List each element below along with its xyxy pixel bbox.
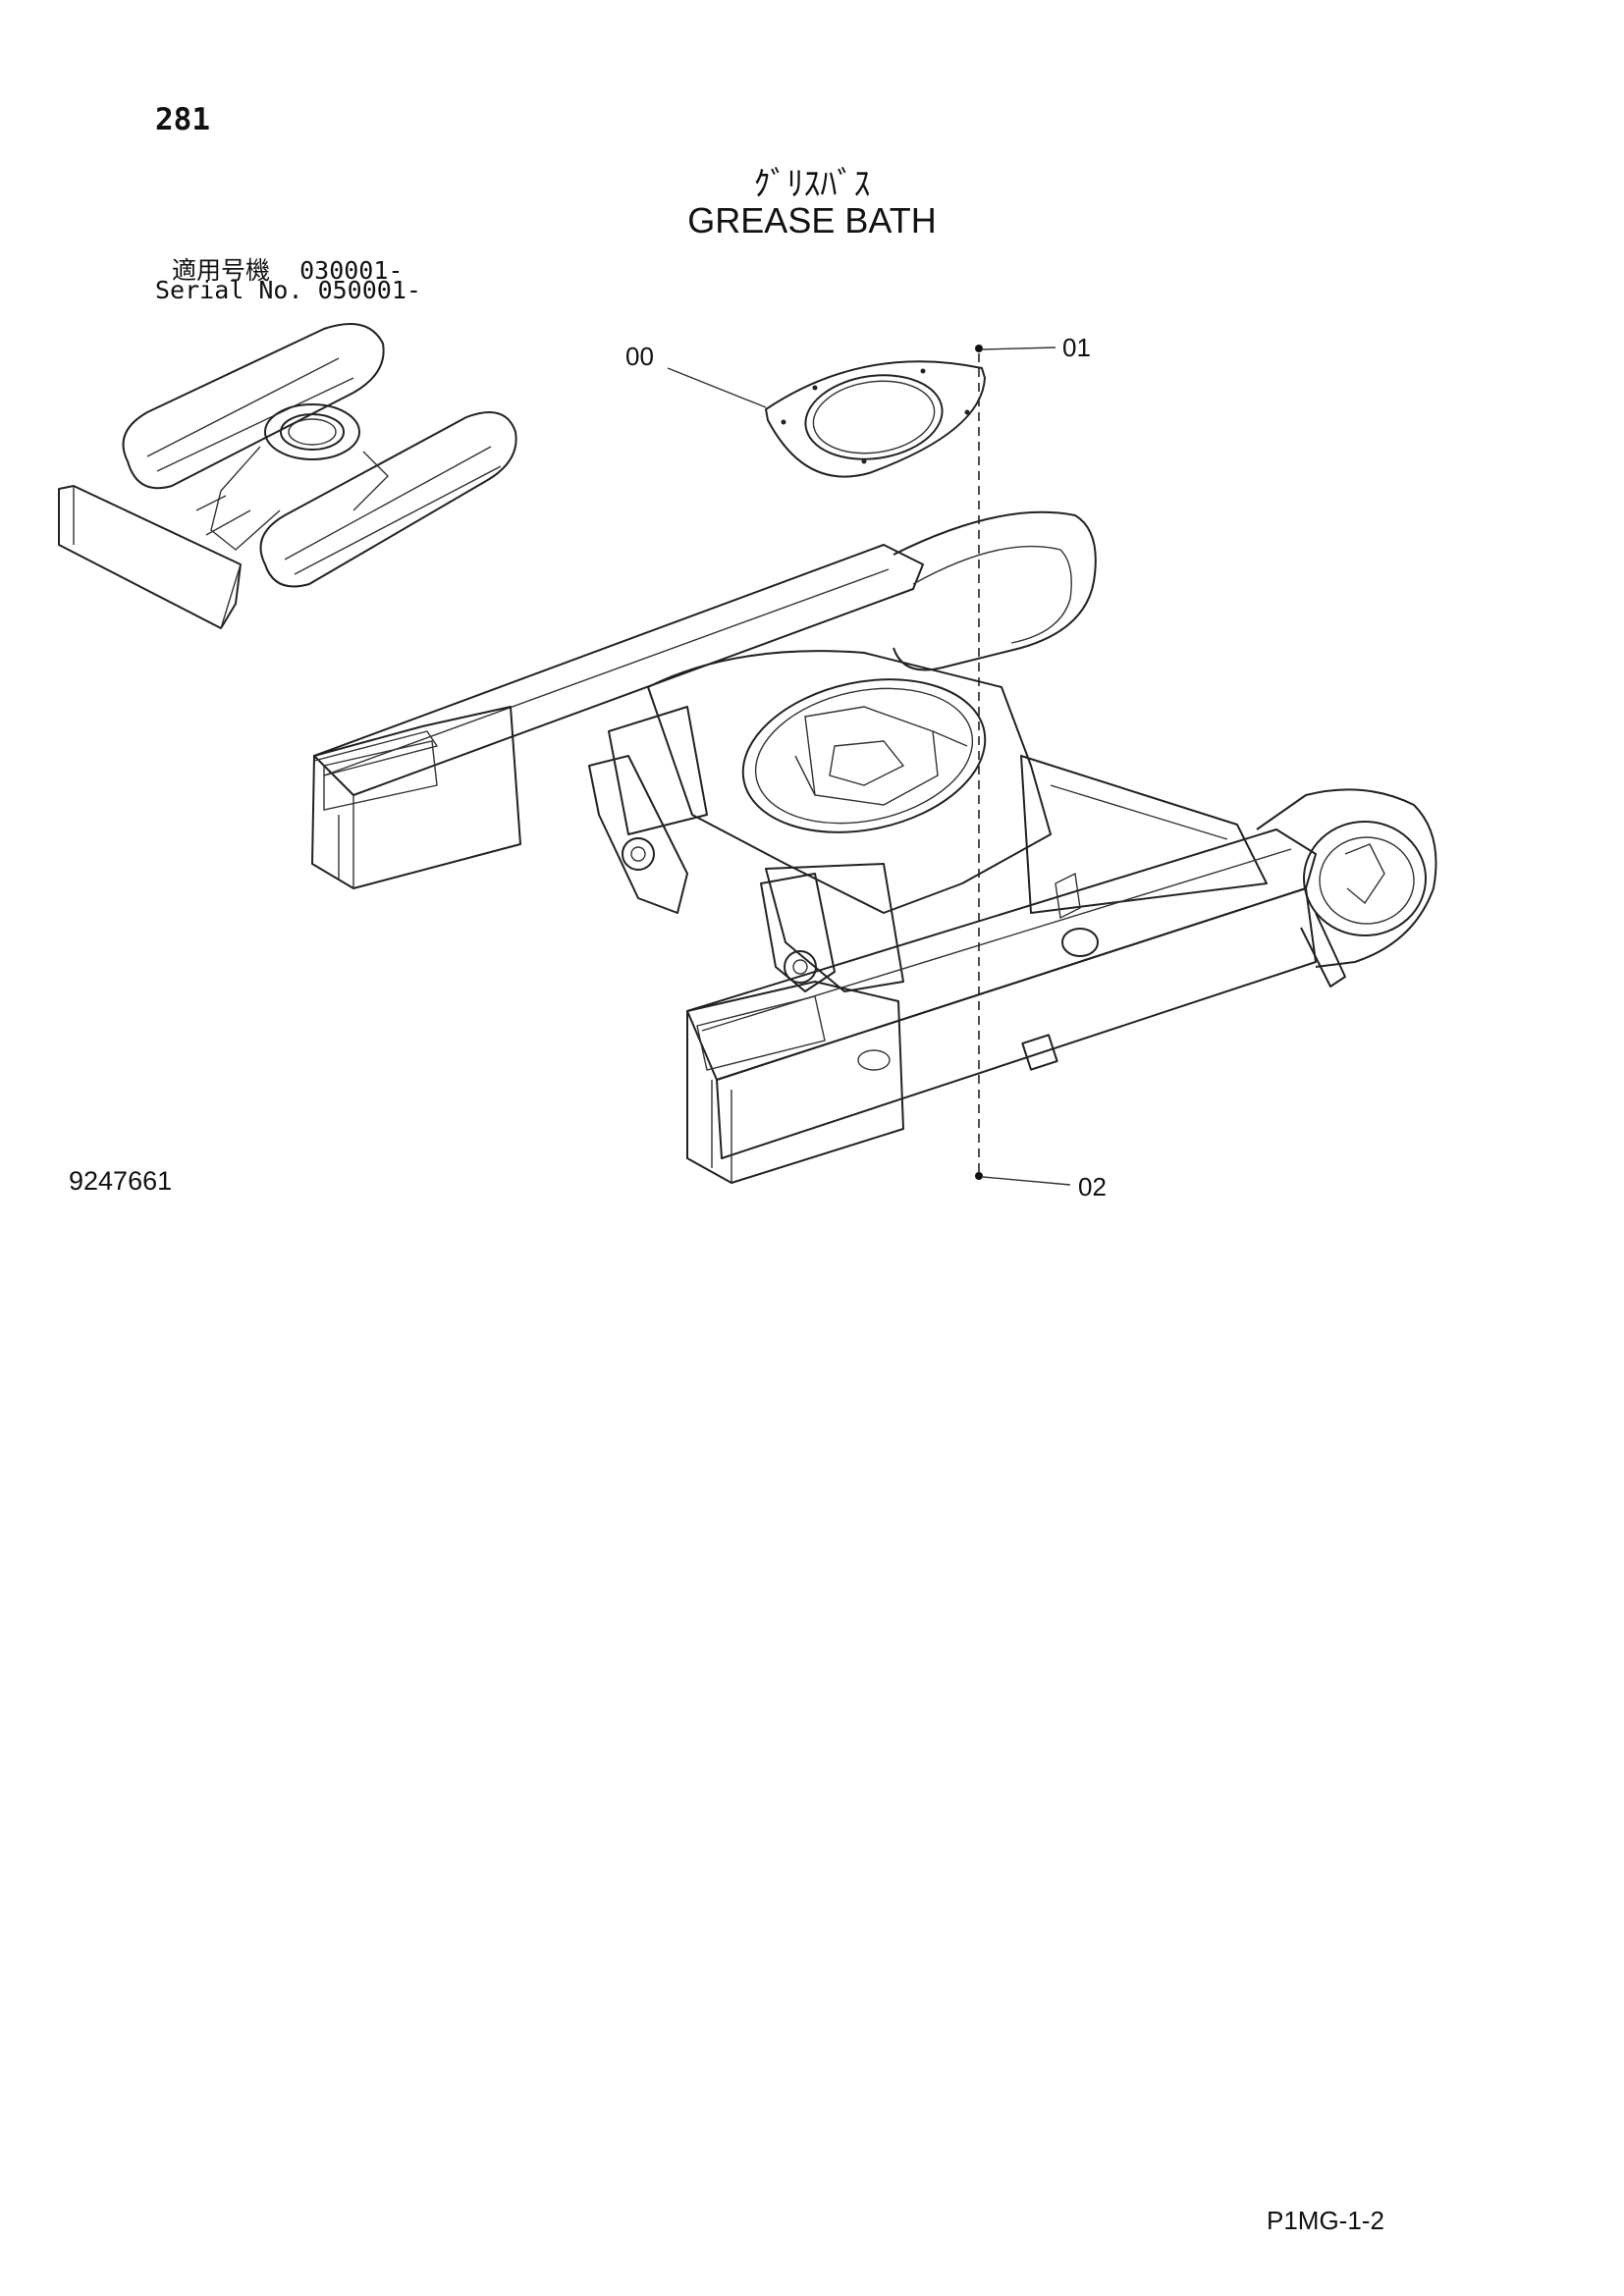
title-japanese: ｸﾞﾘｽﾊﾞｽ	[753, 165, 871, 204]
applicable-serial-japanese: 適用号機 030001-	[172, 256, 404, 285]
overview-turntable	[264, 403, 360, 460]
overview-dozer-blade	[58, 485, 242, 629]
overview-thumbnail	[58, 323, 517, 629]
swing-bearing-mount	[741, 678, 987, 833]
grease-bath-ring	[765, 360, 986, 478]
washer-marker	[975, 1172, 983, 1180]
overview-track-left	[122, 323, 385, 490]
callout-label-02: 02	[1078, 1172, 1107, 1201]
callout-label-01: 01	[1062, 333, 1091, 362]
callout-label-00: 00	[625, 342, 654, 371]
callout-00: 00	[625, 342, 767, 408]
bolt-marker	[975, 345, 983, 352]
page-number: 281	[155, 102, 210, 137]
callout-01: 01	[975, 333, 1091, 362]
callout-02: 02	[975, 1172, 1107, 1201]
undercarriage-frame	[311, 510, 1437, 1184]
title-english: GREASE BATH	[687, 200, 937, 240]
applicable-serial-english: Serial No. 050001-	[155, 276, 421, 304]
overview-track-right	[259, 411, 517, 588]
footer-code: P1MG-1-2	[1267, 2206, 1384, 2235]
drawing-number: 9247661	[69, 1166, 173, 1196]
idler-housing	[1303, 821, 1427, 936]
